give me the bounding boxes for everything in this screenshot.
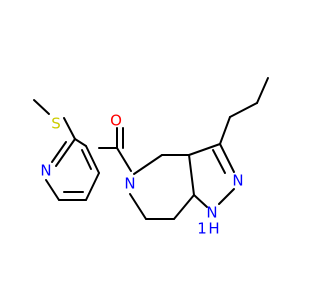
pyridine-nitrogen-label: N — [40, 162, 51, 180]
bond-methyl-s — [33, 99, 50, 115]
bond-c3a-c3 — [188, 143, 221, 156]
bond-propyl-2-3 — [256, 77, 269, 104]
bond-c7a-c7 — [173, 194, 195, 220]
sulfur-atom-label: S — [51, 115, 61, 133]
bond-c3-c2 — [74, 138, 87, 147]
structure-diagram: S O N N N N H 1 — [33, 77, 269, 238]
bond-c3-n2-double — [212, 149, 226, 174]
pyrazole-nitrogen-label: N — [232, 172, 243, 190]
bond-c5-c4 — [85, 172, 100, 201]
bond-s-c2 — [63, 117, 76, 140]
amide-nitrogen-label: N — [124, 175, 135, 193]
bond-carbonyl-n — [116, 147, 132, 172]
bond-n1-c7a — [193, 194, 208, 208]
pyrazole-nh-hydrogen-label: H — [208, 220, 219, 238]
bond-c4-c3 — [85, 145, 100, 174]
bond-n-c4a — [133, 154, 163, 175]
bond-n2-n1 — [218, 188, 235, 205]
bond-c3a-c7a — [188, 154, 195, 196]
bond-c3-propyl-1 — [219, 116, 231, 145]
bond-c2-n1-double — [51, 141, 67, 163]
bond-c6-n — [129, 193, 147, 220]
oxygen-atom-label: O — [110, 112, 122, 130]
bond-c2-n1 — [55, 138, 76, 167]
bond-n1-c6 — [45, 179, 60, 201]
bond-c3-n2 — [219, 143, 235, 173]
molecule-canvas: S O N N N N H 1 — [33, 77, 269, 238]
bond-propyl-1-2 — [229, 102, 258, 118]
pyrazole-position-label: 1 — [197, 220, 207, 238]
pyrazole-nh-nitrogen-label: N — [206, 204, 217, 222]
bond-c4-c3-double — [81, 149, 92, 170]
